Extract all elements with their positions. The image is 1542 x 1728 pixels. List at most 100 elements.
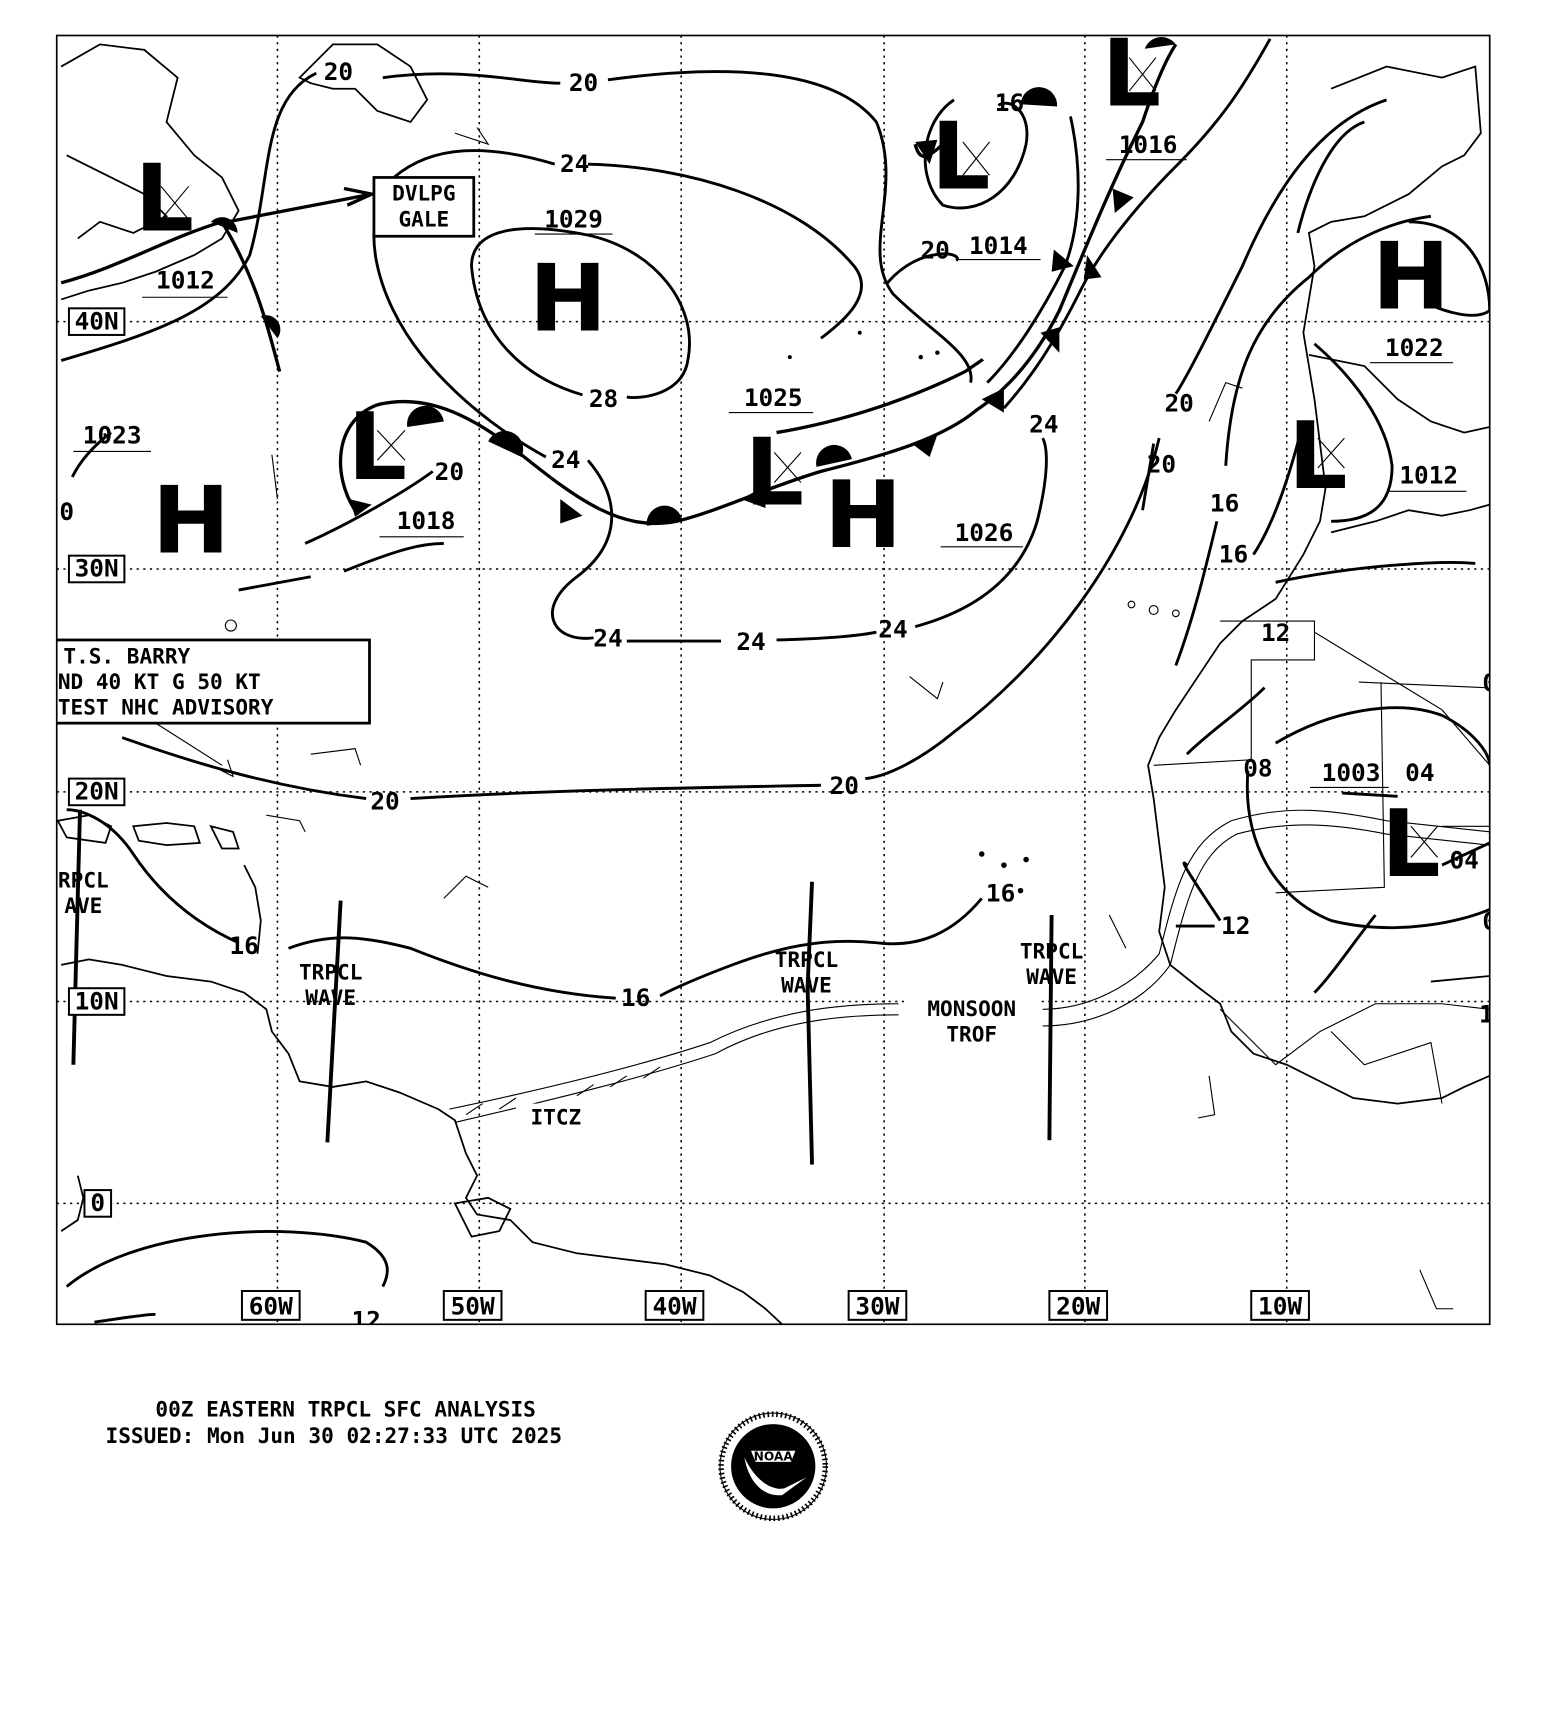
- pressure-value: 1022: [1385, 333, 1444, 362]
- pressure-value: 1016: [1119, 130, 1178, 159]
- lon-label: 50W: [451, 1291, 495, 1320]
- title-line: 00Z EASTERN TRPCL SFC ANALYSIS: [155, 1396, 535, 1421]
- isobar-label: 20: [1164, 388, 1193, 417]
- isobar-label: 04: [1405, 758, 1434, 787]
- high-center: H: [824, 461, 902, 569]
- wave-label: TRPCL: [1020, 938, 1083, 963]
- pressure-value: 1012: [156, 265, 215, 294]
- isobar-label: 24: [551, 445, 580, 474]
- itcz-label: ITCZ: [530, 1105, 581, 1130]
- noaa-logo-text: NOAA: [754, 1450, 794, 1464]
- lat-label: 40N: [75, 306, 119, 335]
- lat-label: 0: [90, 1188, 105, 1217]
- isobar-label: 24: [593, 624, 622, 653]
- monsoon-trough-and-itcz: [449, 809, 1490, 1123]
- wave-label: AVE: [64, 893, 102, 918]
- low-center: L: [348, 393, 407, 501]
- isobar-label: 08: [1243, 753, 1272, 782]
- low-center: L: [1381, 790, 1440, 898]
- storm-advisory: TEST NHC ADVISORY: [58, 694, 274, 719]
- isobar-label: 0: [1482, 668, 1497, 697]
- lon-label: 60W: [249, 1291, 293, 1320]
- stationary-front: [338, 43, 1178, 526]
- coastlines: [56, 43, 1490, 1325]
- pressure-value: 1025: [744, 383, 803, 412]
- isobar-label: 24: [736, 627, 765, 656]
- isobar-label: 0: [59, 497, 74, 526]
- wave-label: WAVE: [781, 973, 832, 998]
- center-x-marks: [160, 57, 1438, 858]
- pressure-value: 1023: [83, 421, 142, 450]
- isobar-label: 20: [830, 771, 859, 800]
- issued-line: ISSUED: Mon Jun 30 02:27:33 UTC 2025: [106, 1423, 563, 1448]
- lon-label: 40W: [652, 1291, 696, 1320]
- annotations: DVLPG GALE T.S. BARRY ND 40 KT G 50 KT T…: [56, 176, 1083, 1131]
- wave-label: TRPCL: [775, 947, 838, 972]
- cold-front-markers: [349, 139, 1134, 524]
- grid-labels: 40N 30N 20N 10N 0 60W 50W 40W 30W 20W 10…: [67, 306, 1310, 1321]
- isobar-label: 1: [1479, 1000, 1494, 1029]
- pressure-value: 1029: [544, 204, 603, 233]
- isobar-label: 24: [878, 615, 907, 644]
- isobar-label: 16: [986, 879, 1015, 908]
- monsoon-trough-label: TROF: [946, 1021, 997, 1046]
- isobar-label: 16: [1219, 539, 1248, 568]
- lon-label: 20W: [1056, 1291, 1100, 1320]
- isobar-label: 12: [1261, 618, 1290, 647]
- low-center: L: [135, 145, 194, 253]
- high-center: H: [1372, 222, 1450, 330]
- fronts: [60, 37, 1178, 526]
- isobar-label: 16: [1210, 488, 1239, 517]
- monsoon-trough-label: MONSOON: [927, 996, 1016, 1021]
- isobar-label: 16: [995, 88, 1024, 117]
- wave-label: TRPCL: [299, 959, 362, 984]
- isobar-label: 20: [1147, 449, 1176, 478]
- pressure-value: 1012: [1399, 461, 1458, 490]
- map-area: 20 20 24 28 24 20 20 16 24 24 24 24 20 2…: [56, 19, 1497, 1325]
- pressure-value: 1003: [1322, 758, 1381, 787]
- tropical-waves: [71, 809, 1054, 1165]
- isobar-label: 16: [229, 931, 258, 960]
- wave-label: WAVE: [305, 985, 356, 1010]
- isobar-label: 16: [621, 983, 650, 1012]
- gale-label: DVLPG: [392, 181, 455, 206]
- isobar-labels: 20 20 24 28 24 20 20 16 24 24 24 24 20 2…: [59, 57, 1497, 1324]
- isobar-label: 20: [324, 57, 353, 86]
- pressure-value: 1014: [969, 231, 1028, 260]
- isobar-label: 0: [1482, 906, 1497, 935]
- gale-label: GALE: [398, 206, 449, 231]
- storm-name: T.S. BARRY: [63, 643, 190, 668]
- wave-label: RPCL: [58, 867, 109, 892]
- isobar-label: 20: [435, 457, 464, 486]
- isobar-label: 20: [569, 68, 598, 97]
- isobar-label: 24: [1029, 410, 1058, 439]
- warm-front-markers: [210, 37, 1176, 526]
- noaa-logo: NOAA: [718, 1411, 829, 1522]
- high-center: H: [152, 466, 230, 574]
- low-center: L: [1288, 402, 1347, 510]
- wave-label: WAVE: [1026, 964, 1077, 989]
- wind-barbs: [210, 127, 1454, 1310]
- pressure-value: 1026: [955, 518, 1014, 547]
- low-center: L: [1102, 19, 1161, 127]
- pressure-centers: L L L H L L H H H L L: [73, 19, 1467, 898]
- lat-label: 10N: [75, 986, 119, 1015]
- low-center: L: [745, 419, 804, 527]
- high-center: H: [529, 245, 607, 353]
- gale-arrow: [227, 186, 378, 224]
- lat-label: 30N: [75, 554, 119, 583]
- isobar-label: 28: [589, 384, 618, 413]
- map-border: [55, 34, 1491, 1326]
- isobar-label: 24: [560, 149, 589, 178]
- lon-label: 10W: [1258, 1291, 1302, 1320]
- lat-label: 20N: [75, 777, 119, 806]
- low-center: L: [931, 103, 990, 211]
- storm-wind: ND 40 KT G 50 KT: [58, 669, 261, 694]
- chart-title: 00Z EASTERN TRPCL SFC ANALYSIS ISSUED: M…: [106, 1396, 563, 1448]
- isobar-label: 20: [920, 235, 949, 264]
- lon-label: 30W: [855, 1291, 899, 1320]
- pressure-value: 1018: [397, 506, 456, 535]
- isobars: [60, 38, 1490, 1324]
- isobar-label: 04: [1450, 845, 1479, 874]
